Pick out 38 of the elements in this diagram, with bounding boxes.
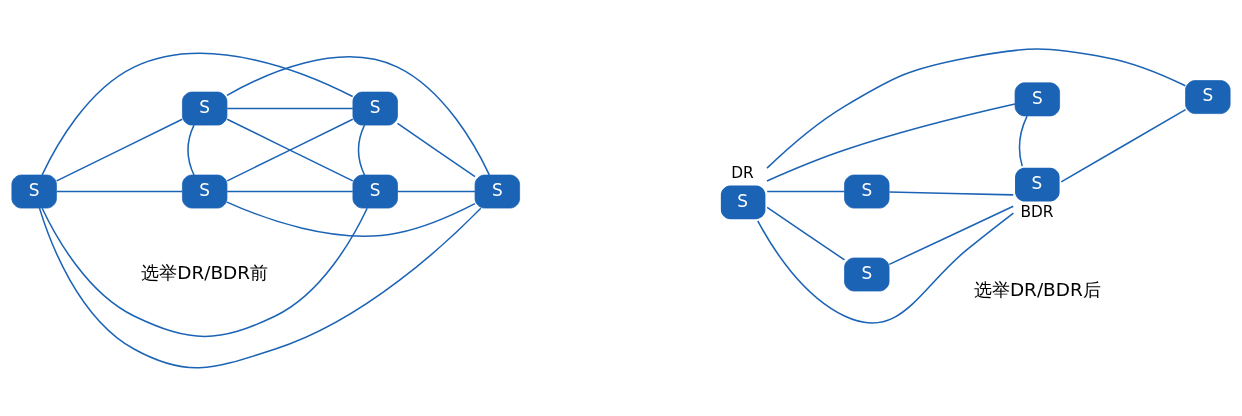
connector [396, 122, 476, 177]
connector [38, 206, 482, 368]
connector [1018, 114, 1028, 167]
connector [757, 211, 1015, 324]
connector [41, 206, 368, 337]
node-box: S [182, 91, 228, 125]
connector [396, 190, 476, 192]
node-box: S [1185, 79, 1231, 114]
connector [55, 190, 183, 192]
connector [888, 190, 1015, 196]
connector [226, 190, 354, 192]
connector [226, 55, 491, 176]
connector [226, 107, 354, 109]
node-box: S [352, 174, 398, 208]
node-box: S [474, 174, 520, 208]
connector [187, 123, 195, 176]
connector [766, 190, 846, 192]
node-box: S [844, 174, 890, 208]
node-box: S [1014, 81, 1060, 116]
node-label: BDR [1020, 202, 1054, 221]
node-label: DR [731, 163, 754, 182]
node-box: S [1015, 167, 1060, 202]
label: 选举DR/BDR后 [973, 278, 1101, 300]
node-box: S [11, 174, 57, 208]
label: 选举DR/BDR前 [141, 261, 269, 283]
connector [766, 206, 846, 261]
connector [766, 47, 1187, 169]
connector [226, 200, 476, 237]
connector [888, 205, 1015, 265]
node-box: S [182, 174, 228, 208]
connector [41, 52, 354, 176]
connector [55, 117, 183, 182]
node-box: S [352, 91, 398, 125]
connector [1060, 108, 1187, 183]
connector [766, 102, 1016, 182]
connector [357, 123, 366, 176]
node-box: S [720, 184, 766, 219]
node-box: S [844, 257, 890, 291]
